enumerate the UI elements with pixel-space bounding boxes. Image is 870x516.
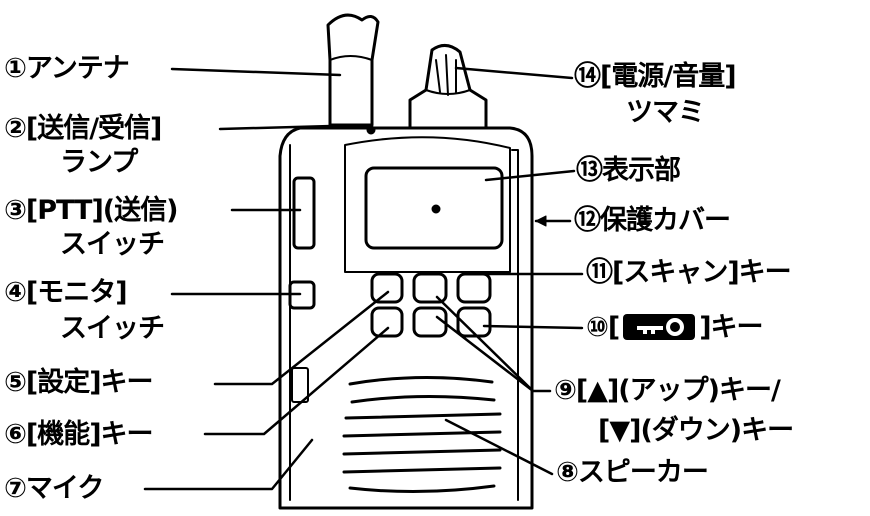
label-setting-key: ⑤[設定]キー [4,367,154,398]
setting-key-btn [370,272,404,304]
radio-body [278,126,534,510]
label-lock-key: ⑩[ ]キー [586,311,764,345]
label-ptt-switch-2: スイッチ [60,229,165,260]
label-tx-rx-lamp-2: ランプ [60,147,138,178]
label-lock-key-suffix: ]キー [699,312,763,343]
label-power-volume-knob-2: ツマミ [626,97,705,128]
label-display: ⑬表示部 [576,155,681,186]
ptt-switch [292,176,316,250]
lock-key-btn [456,306,492,338]
function-key-btn [370,306,404,338]
display-dot [431,204,441,214]
down-key-btn [412,306,448,338]
label-monitor-switch-1: ④[モニタ] [4,277,128,308]
label-up-down-key-2: [▼](ダウン)キー [598,415,794,446]
scan-key-btn [456,272,492,304]
label-protective-cover: ⑫保護カバー [574,205,731,236]
volume-knob [408,44,488,130]
label-up-down-key-1: ⑨[▲](アップ)キー/ [554,375,781,406]
face-plate [344,136,511,273]
label-antenna: ①アンテナ [4,53,130,84]
up-key-btn [412,272,448,304]
antenna [326,13,380,127]
display [364,166,504,250]
key-icon [623,314,696,340]
label-lock-key-prefix: ⑩[ [586,312,620,343]
label-tx-rx-lamp-1: ②[送信/受信] [4,113,162,144]
label-monitor-switch-2: スイッチ [60,313,165,344]
label-speaker: ⑧スピーカー [556,457,709,488]
label-ptt-switch-1: ③[PTT](送信) [4,195,178,226]
speaker-grille [342,375,502,494]
label-scan-key: ⑪[スキャン]キー [586,257,792,288]
leader-lines [143,66,584,491]
label-power-volume-knob-1: ⑭[電源/音量] [574,61,737,92]
label-function-key: ⑥[機能]キー [4,419,154,450]
label-microphone: ⑦マイク [4,473,104,504]
